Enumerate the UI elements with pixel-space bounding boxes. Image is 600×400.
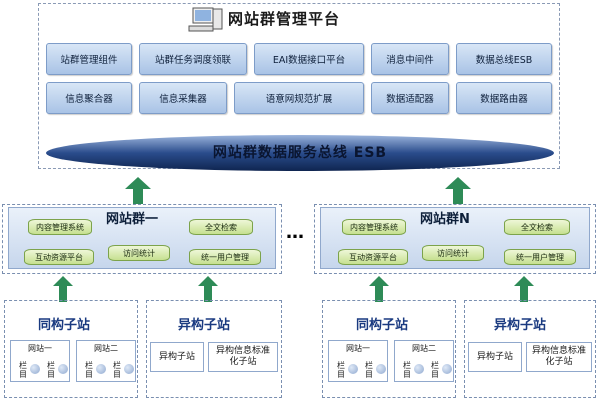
- column-node-icon: [442, 364, 452, 374]
- cluster-one-title: 网站群一: [106, 212, 159, 227]
- module-eai-interface: EAI数据接口平台: [254, 43, 364, 75]
- site-two-label-right: 网站二: [412, 344, 436, 353]
- homogeneous-title-right: 同构子站: [356, 318, 409, 333]
- column-char: 目: [431, 370, 439, 379]
- module-info-collector: 信息采集器: [139, 82, 227, 114]
- cluster-one-interactive-platform: 互动资源平台: [24, 249, 94, 265]
- column-char: 栏: [403, 361, 411, 370]
- arrow-up-icon: [198, 276, 218, 302]
- site-two-box-left: [76, 340, 136, 382]
- homogeneous-subsite-right: [322, 300, 456, 398]
- cluster-n-interactive-platform: 互动资源平台: [338, 249, 408, 265]
- column-char: 栏: [19, 361, 27, 370]
- arrow-up-icon: [514, 276, 534, 302]
- module-message-middleware: 消息中间件: [371, 43, 449, 75]
- module-task-scheduler: 站群任务调度领联: [139, 43, 247, 75]
- cluster-one-unified-user: 统一用户管理: [189, 249, 261, 265]
- column-char: 目: [47, 370, 55, 379]
- module-data-adapter: 数据适配器: [371, 82, 449, 114]
- hetero-standardized-box-left: 异构信息标准化子站: [208, 342, 278, 372]
- cluster-n-title: 网站群N: [420, 212, 470, 227]
- cluster-one-cms: 内容管理系统: [28, 219, 92, 235]
- column-char: 栏: [85, 361, 93, 370]
- column-char: 目: [403, 370, 411, 379]
- arrow-up-icon: [125, 177, 151, 205]
- column-char: 目: [19, 370, 27, 379]
- heterogeneous-subsite-right: [464, 300, 596, 398]
- column-char: 栏: [431, 361, 439, 370]
- cluster-n-cms: 内容管理系统: [342, 219, 406, 235]
- module-data-router: 数据路由器: [456, 82, 552, 114]
- column-node-icon: [124, 364, 134, 374]
- heterogeneous-title-left: 异构子站: [178, 318, 231, 333]
- column-node-icon: [96, 364, 106, 374]
- cluster-one-access-stats: 访问统计: [108, 245, 170, 261]
- site-one-box-right: [328, 340, 388, 382]
- computer-icon: [188, 7, 223, 32]
- column-char: 栏: [113, 361, 121, 370]
- column-char: 目: [85, 370, 93, 379]
- hetero-subsite-box-left: 异构子站: [150, 342, 204, 372]
- homogeneous-subsite-left: [4, 300, 138, 398]
- column-char: 目: [337, 370, 345, 379]
- cluster-n-fulltext-search: 全文检索: [504, 219, 570, 235]
- homogeneous-title-left: 同构子站: [38, 318, 91, 333]
- column-node-icon: [58, 364, 68, 374]
- site-one-label-right: 网站一: [346, 344, 370, 353]
- cluster-n-access-stats: 访问统计: [422, 245, 484, 261]
- column-char: 栏: [337, 361, 345, 370]
- column-char: 目: [365, 370, 373, 379]
- arrow-up-icon: [53, 276, 73, 302]
- esb-bus-shape: [46, 135, 554, 171]
- column-node-icon: [414, 364, 424, 374]
- heterogeneous-title-right: 异构子站: [494, 318, 547, 333]
- module-semantic-web-extension: 语意网规范扩展: [234, 82, 364, 114]
- column-node-icon: [376, 364, 386, 374]
- site-two-box-right: [394, 340, 454, 382]
- site-two-label-left: 网站二: [94, 344, 118, 353]
- hetero-standardized-box-right: 异构信息标准化子站: [526, 342, 592, 372]
- cluster-n-unified-user: 统一用户管理: [504, 249, 576, 265]
- module-site-group-manager: 站群管理组件: [46, 43, 132, 75]
- cluster-one-fulltext-search: 全文检索: [189, 219, 253, 235]
- column-char: 栏: [365, 361, 373, 370]
- site-one-box-left: [10, 340, 70, 382]
- ellipsis-text: …: [286, 222, 306, 243]
- hetero-subsite-box-right: 异构子站: [468, 342, 522, 372]
- arrow-up-icon: [445, 177, 471, 205]
- module-info-aggregator: 信息聚合器: [46, 82, 132, 114]
- arrow-up-icon: [369, 276, 389, 302]
- site-one-label-left: 网站一: [28, 344, 52, 353]
- column-node-icon: [30, 364, 40, 374]
- module-data-bus-esb: 数据总线ESB: [456, 43, 552, 75]
- column-node-icon: [348, 364, 358, 374]
- platform-title: 网站群管理平台: [228, 10, 341, 28]
- column-char: 栏: [47, 361, 55, 370]
- esb-bus-label: 网站群数据服务总线 ESB: [212, 145, 388, 161]
- column-char: 目: [113, 370, 121, 379]
- heterogeneous-subsite-left: [146, 300, 282, 398]
